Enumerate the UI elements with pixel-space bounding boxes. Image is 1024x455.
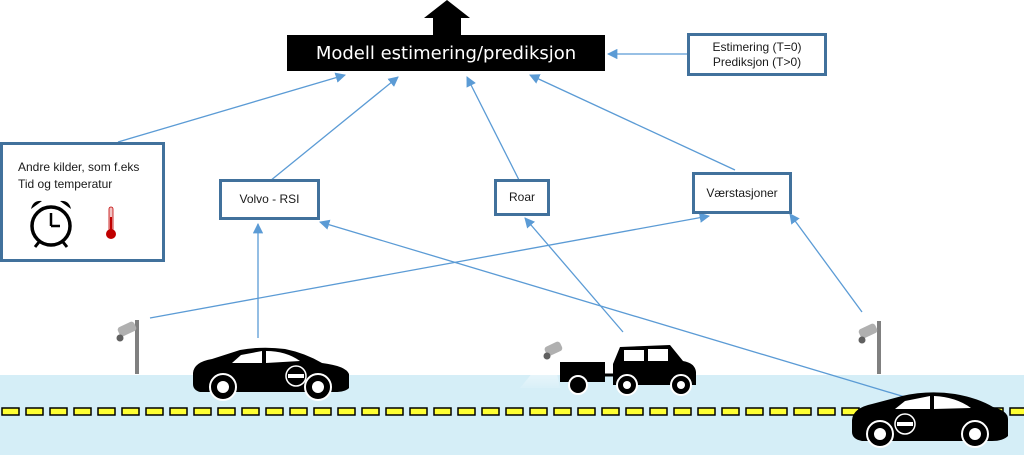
source-label: Volvo - RSI [239, 192, 300, 206]
other-sources-line2: Tid og temperatur [18, 177, 113, 191]
source-box-weather-stations: Værstasjoner [692, 172, 792, 214]
car-icon [852, 392, 1008, 448]
estimation-box: Estimering (T=0) Prediksjon (T>0) [687, 33, 827, 76]
output-arrow-icon [424, 0, 470, 36]
prediction-line: Prediksjon (T>0) [712, 54, 802, 69]
arrows [117, 48, 906, 398]
car-icon [193, 347, 349, 401]
camera-icon [95, 320, 139, 374]
alarm-clock-icon [30, 200, 72, 248]
suv-with-trailer-icon [560, 345, 696, 396]
camera-icon [836, 321, 881, 374]
camera-icon [520, 341, 563, 388]
other-sources-box: Andre kilder, som f.eks Tid og temperatu… [0, 142, 165, 262]
source-label: Roar [508, 190, 535, 204]
source-box-volvo-rsi: Volvo - RSI [219, 179, 320, 220]
estimation-line: Estimering (T=0) [712, 39, 802, 54]
model-box-label: Modell estimering/prediksjon [315, 42, 577, 64]
source-label: Værstasjoner [706, 185, 778, 200]
thermometer-icon [106, 206, 116, 239]
other-sources-line1: Andre kilder, som f.eks [18, 160, 140, 174]
source-box-roar: Roar [494, 179, 550, 216]
model-box: Modell estimering/prediksjon [287, 35, 605, 71]
